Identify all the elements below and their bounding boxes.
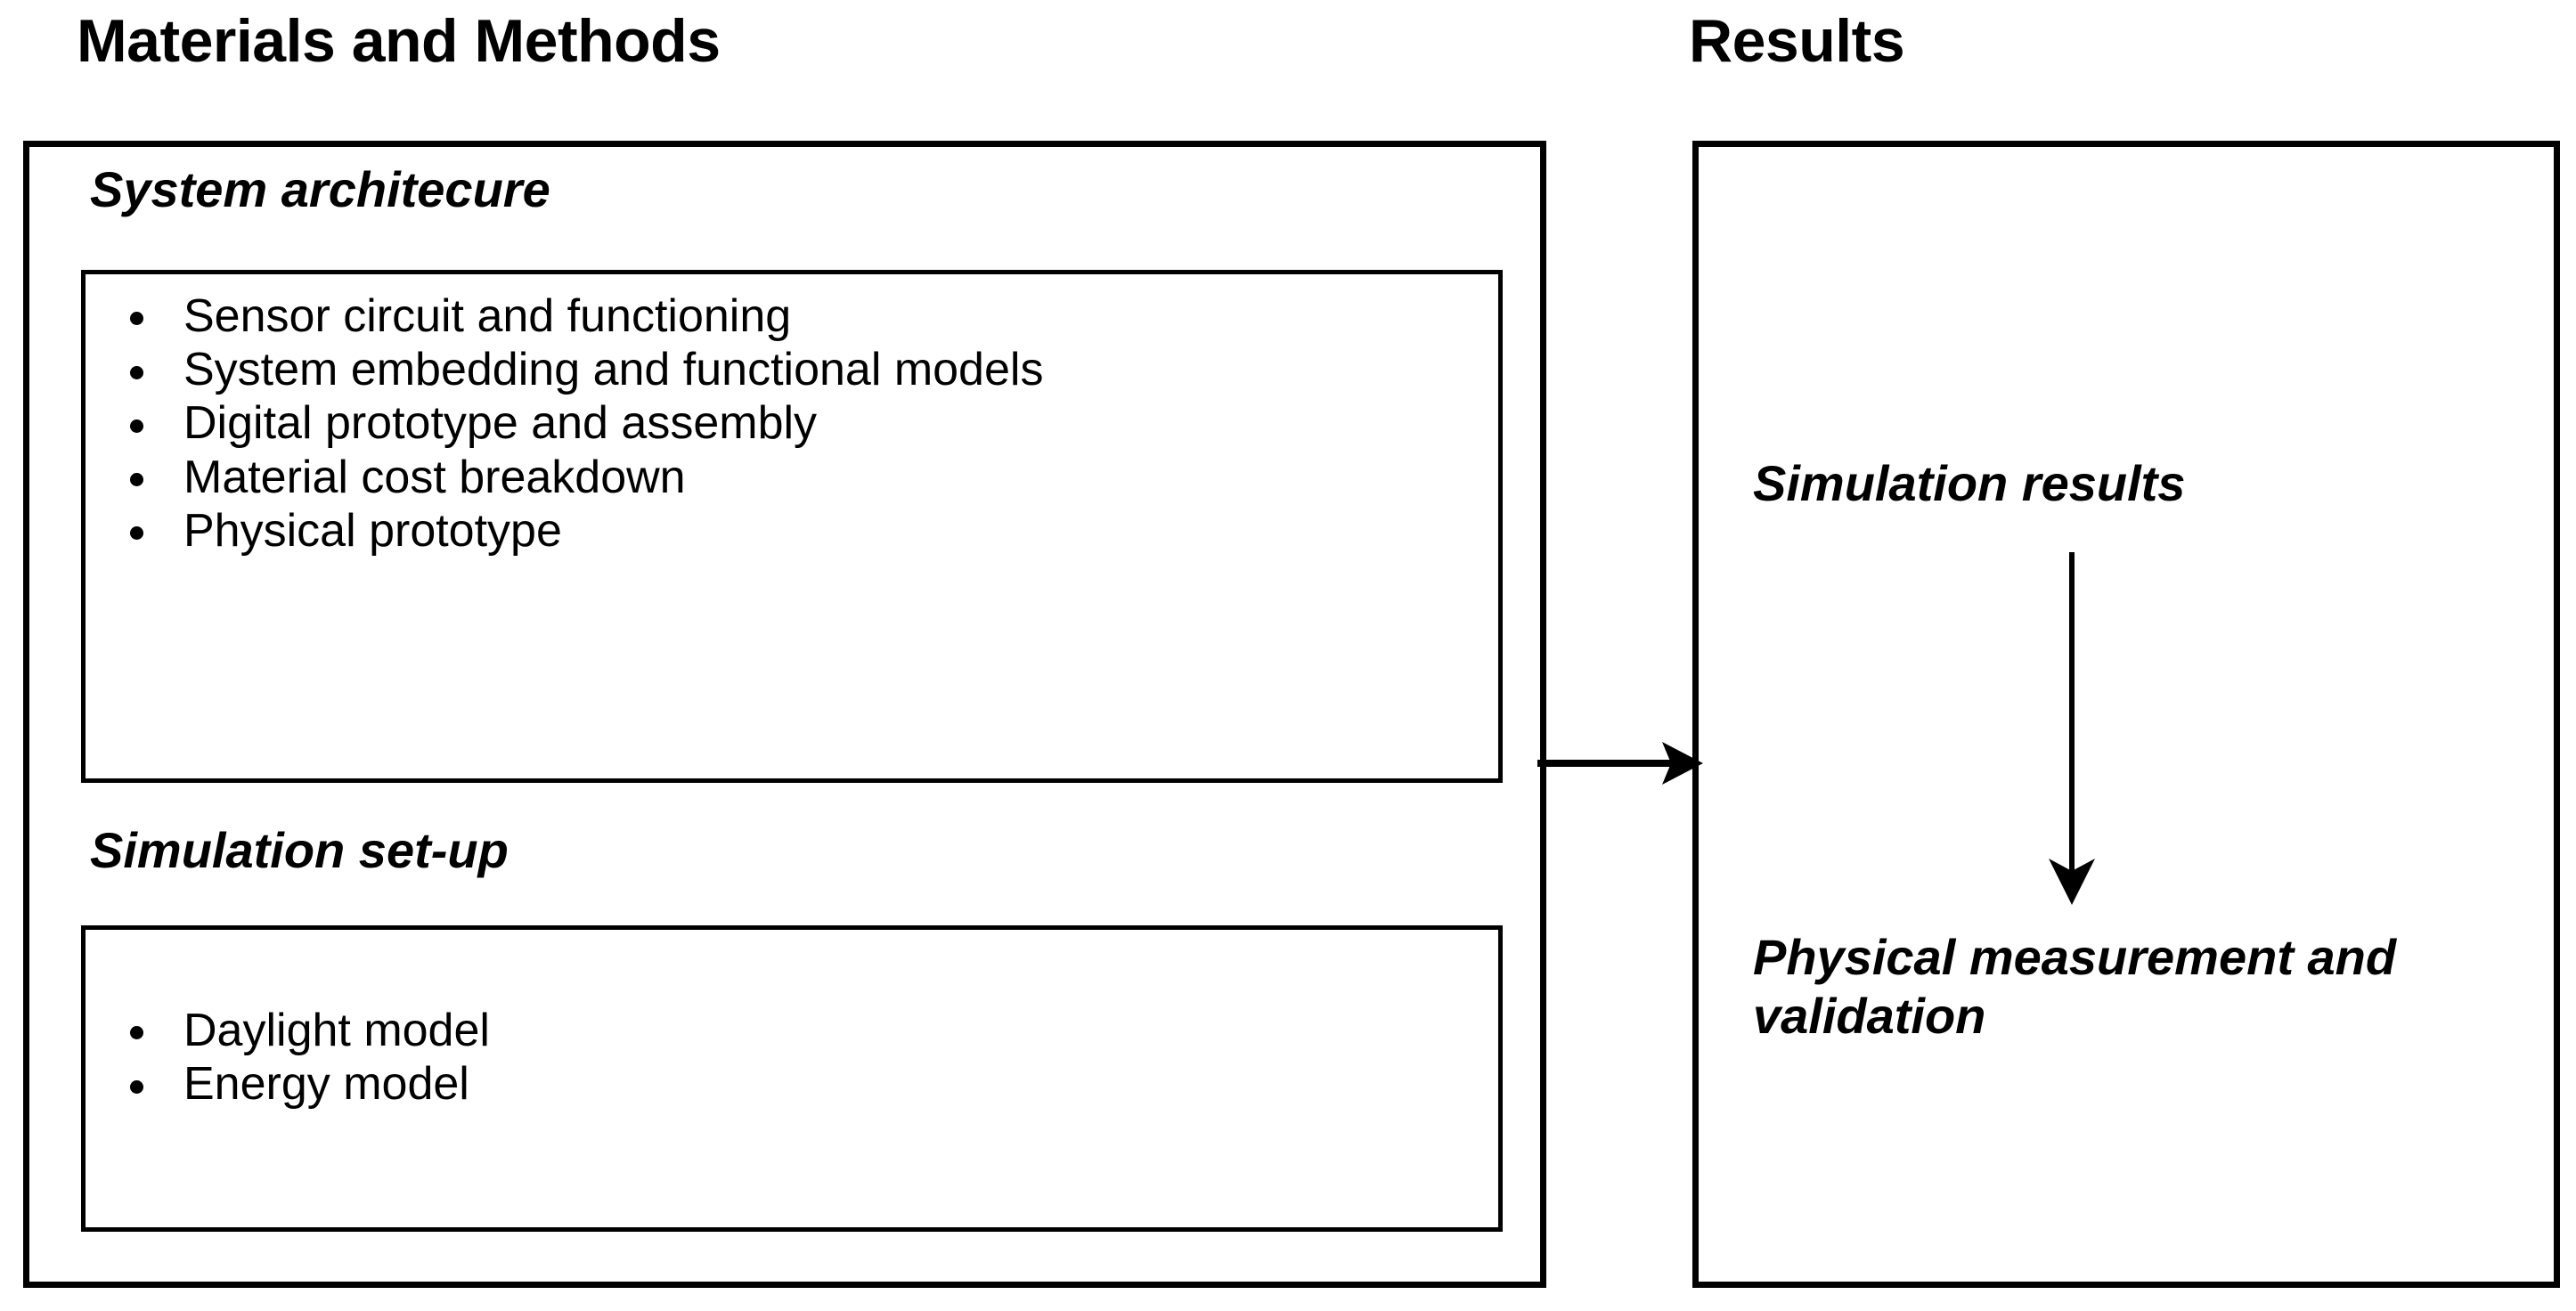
list-item: Digital prototype and assembly xyxy=(105,397,1477,449)
list-item-label: Sensor circuit and functioning xyxy=(183,290,792,342)
list-item: Material cost breakdown xyxy=(105,452,1477,503)
panel-results xyxy=(1692,141,2560,1288)
list-item-label: System embedding and functional models xyxy=(183,344,1044,396)
list-item: Physical prototype xyxy=(105,505,1477,557)
result-node-physical-measurement-and-validation: Physical measurement and validation xyxy=(1753,929,2397,1045)
arrow-right-icon xyxy=(1537,742,1703,785)
list-item-label: Physical prototype xyxy=(183,504,562,557)
list-item: Energy model xyxy=(105,1058,1477,1110)
bullet-dot-icon xyxy=(130,365,143,379)
column-title-materials-and-methods: Materials and Methods xyxy=(77,7,721,75)
bullet-dot-icon xyxy=(130,312,143,326)
list-item-label: Digital prototype and assembly xyxy=(183,397,818,450)
result-node-simulation-results: Simulation results xyxy=(1753,455,2186,511)
list-item: Daylight model xyxy=(105,1005,1477,1056)
section-heading-system-architecture: System architecure xyxy=(90,161,550,217)
bullet-dot-icon xyxy=(130,1026,143,1040)
box-system-architecture-bullets: Sensor circuit and functioning System em… xyxy=(81,270,1503,783)
list-item-label: Material cost breakdown xyxy=(183,451,686,503)
list-item: System embedding and functional models xyxy=(105,344,1477,395)
bullet-dot-icon xyxy=(130,1079,143,1094)
section-heading-simulation-set-up: Simulation set-up xyxy=(90,822,509,878)
list-item: Sensor circuit and functioning xyxy=(105,290,1477,342)
arrow-down-icon xyxy=(2049,552,2095,905)
bullet-list-system-architecture: Sensor circuit and functioning System em… xyxy=(105,290,1477,558)
list-item-label: Daylight model xyxy=(183,1005,490,1056)
column-title-results: Results xyxy=(1689,7,1905,75)
box-simulation-set-up-bullets: Daylight model Energy model xyxy=(81,925,1503,1232)
bullet-dot-icon xyxy=(130,473,143,487)
bullet-dot-icon xyxy=(130,526,143,541)
panel-materials-and-methods: System architecure Sensor circuit and fu… xyxy=(23,141,1546,1288)
list-item-label: Energy model xyxy=(183,1058,469,1111)
bullet-list-simulation-set-up: Daylight model Energy model xyxy=(105,1005,1477,1112)
bullet-dot-icon xyxy=(130,419,143,433)
